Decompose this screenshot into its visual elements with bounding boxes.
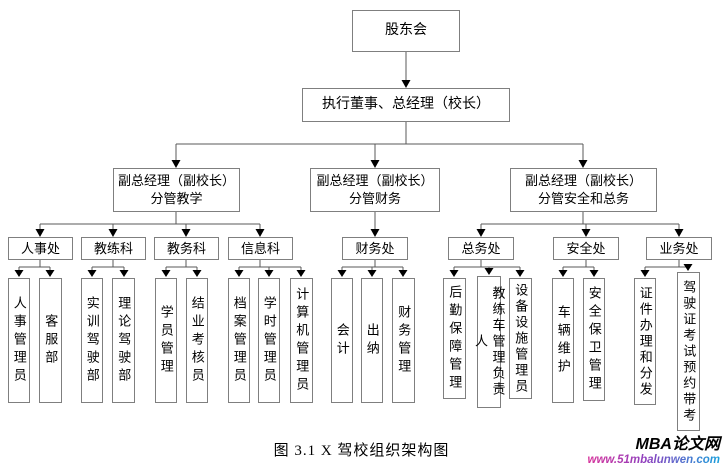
watermark-url: www.51mbalunwen.com — [587, 454, 721, 466]
staff-label: 出纳 — [364, 322, 380, 359]
org-node-deputy-teaching: 副总经理（副校长） 分管教学 — [113, 168, 240, 212]
staff-personnel-admin: 人事管理员 — [8, 278, 30, 403]
deputy-teaching-line2: 分管教学 — [150, 191, 203, 206]
dept-general-affairs-office: 总务处 — [448, 237, 514, 260]
staff-label: 档案管理员 — [231, 295, 247, 386]
staff-student-management: 学员管理 — [155, 278, 177, 403]
watermark: MBA论文网 www.51mbalunwen.com — [588, 436, 721, 467]
staff-label: 学时管理员 — [261, 295, 277, 386]
deputy-teaching-line1: 副总经理（副校长） — [117, 173, 235, 189]
staff-accountant: 会计 — [331, 278, 353, 403]
staff-label: 客服部 — [43, 313, 59, 368]
staff-label: 实训驾驶部 — [84, 295, 100, 386]
deputy-safety-line2: 分管安全和总务 — [537, 191, 629, 206]
staff-label: 结业考核员 — [189, 295, 205, 386]
deputy-safety-line1: 副总经理（副校长） — [524, 173, 642, 189]
dept-safety-office: 安全处 — [553, 237, 619, 260]
staff-exam-appointment: 驾驶证考试预约带考 — [677, 272, 700, 431]
org-node-executive: 执行董事、总经理（校长） — [302, 88, 510, 122]
staff-customer-service: 客服部 — [39, 278, 62, 403]
dept-finance-office: 财务处 — [342, 237, 408, 260]
staff-label: 设备设施管理员 — [513, 282, 529, 395]
staff-label: 车辆维护 — [555, 304, 571, 377]
staff-label: 会计 — [334, 322, 350, 359]
staff-cashier: 出纳 — [361, 278, 383, 403]
org-node-deputy-finance: 副总经理（副校长） 分管财务 — [310, 168, 440, 212]
staff-label: 证件办理和分发 — [637, 285, 653, 398]
staff-label: 驾驶证考试预约带考 — [681, 279, 697, 424]
staff-theory-driving: 理论驾驶部 — [112, 278, 135, 403]
deputy-finance-line2: 分管财务 — [348, 191, 401, 206]
staff-security-management: 安全保卫管理 — [583, 278, 605, 401]
dept-information-section: 信息科 — [228, 237, 293, 260]
dept-personnel-office: 人事处 — [8, 237, 73, 260]
staff-label: 后勤保障管理 — [447, 284, 463, 393]
staff-certificate-handling: 证件办理和分发 — [634, 278, 656, 405]
staff-computer-admin: 计算机管理员 — [290, 278, 313, 403]
dept-business-office: 业务处 — [646, 237, 712, 260]
staff-graduation-assessor: 结业考核员 — [186, 278, 208, 403]
deputy-finance-line1: 副总经理（副校长） — [316, 173, 434, 189]
staff-label: 教练车管理负责人 — [473, 286, 506, 398]
staff-financial-management: 财务管理 — [392, 278, 415, 403]
staff-equipment-facilities-admin: 设备设施管理员 — [509, 278, 532, 399]
staff-label: 计算机管理员 — [294, 286, 310, 395]
staff-training-vehicle-manager: 教练车管理负责人 — [473, 276, 506, 408]
figure-caption: 图 3.1 X 驾校组织架构图 — [273, 443, 450, 459]
dept-coach-section: 教练科 — [81, 237, 146, 260]
org-node-deputy-safety: 副总经理（副校长） 分管安全和总务 — [510, 168, 657, 212]
staff-label: 人事管理员 — [11, 295, 27, 386]
dept-academic-section: 教务科 — [154, 237, 219, 260]
staff-label: 安全保卫管理 — [586, 285, 602, 394]
staff-vehicle-maintenance: 车辆维护 — [552, 278, 574, 403]
staff-label: 理论驾驶部 — [116, 295, 132, 386]
staff-label: 财务管理 — [396, 304, 412, 377]
watermark-title: MBA论文网 — [635, 436, 720, 453]
staff-practical-driving: 实训驾驶部 — [81, 278, 103, 403]
staff-label: 学员管理 — [158, 304, 174, 377]
staff-class-hour-admin: 学时管理员 — [258, 278, 280, 403]
staff-logistics-support: 后勤保障管理 — [443, 278, 466, 399]
org-node-shareholders: 股东会 — [352, 10, 460, 52]
staff-archives-admin: 档案管理员 — [228, 278, 250, 403]
